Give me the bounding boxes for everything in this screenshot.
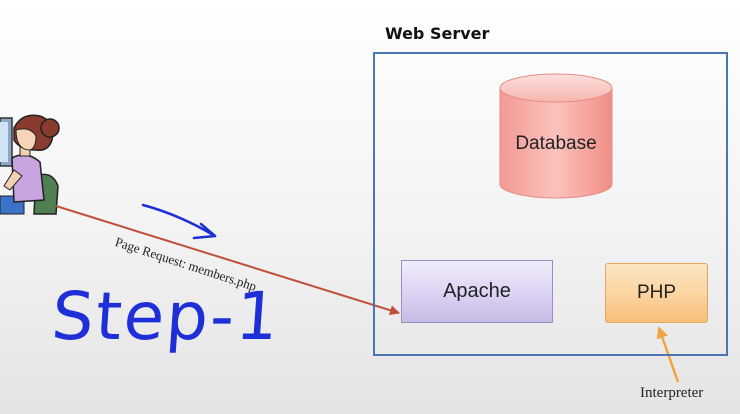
database-cylinder [499, 73, 613, 199]
web-server-box [373, 52, 728, 356]
handwritten-step-label: Step-1 [49, 278, 283, 355]
user-at-computer-icon [0, 114, 60, 215]
database-label: Database [515, 133, 597, 154]
request-arrow [55, 205, 400, 316]
php-box: PHP [605, 263, 708, 323]
php-label: PHP [636, 282, 677, 303]
apache-label: Apache [443, 280, 511, 302]
handwritten-arrow [141, 203, 217, 240]
apache-box: Apache [401, 260, 553, 323]
interpreter-label: Interpreter [640, 385, 704, 401]
web-server-title: Web Server [385, 24, 490, 43]
